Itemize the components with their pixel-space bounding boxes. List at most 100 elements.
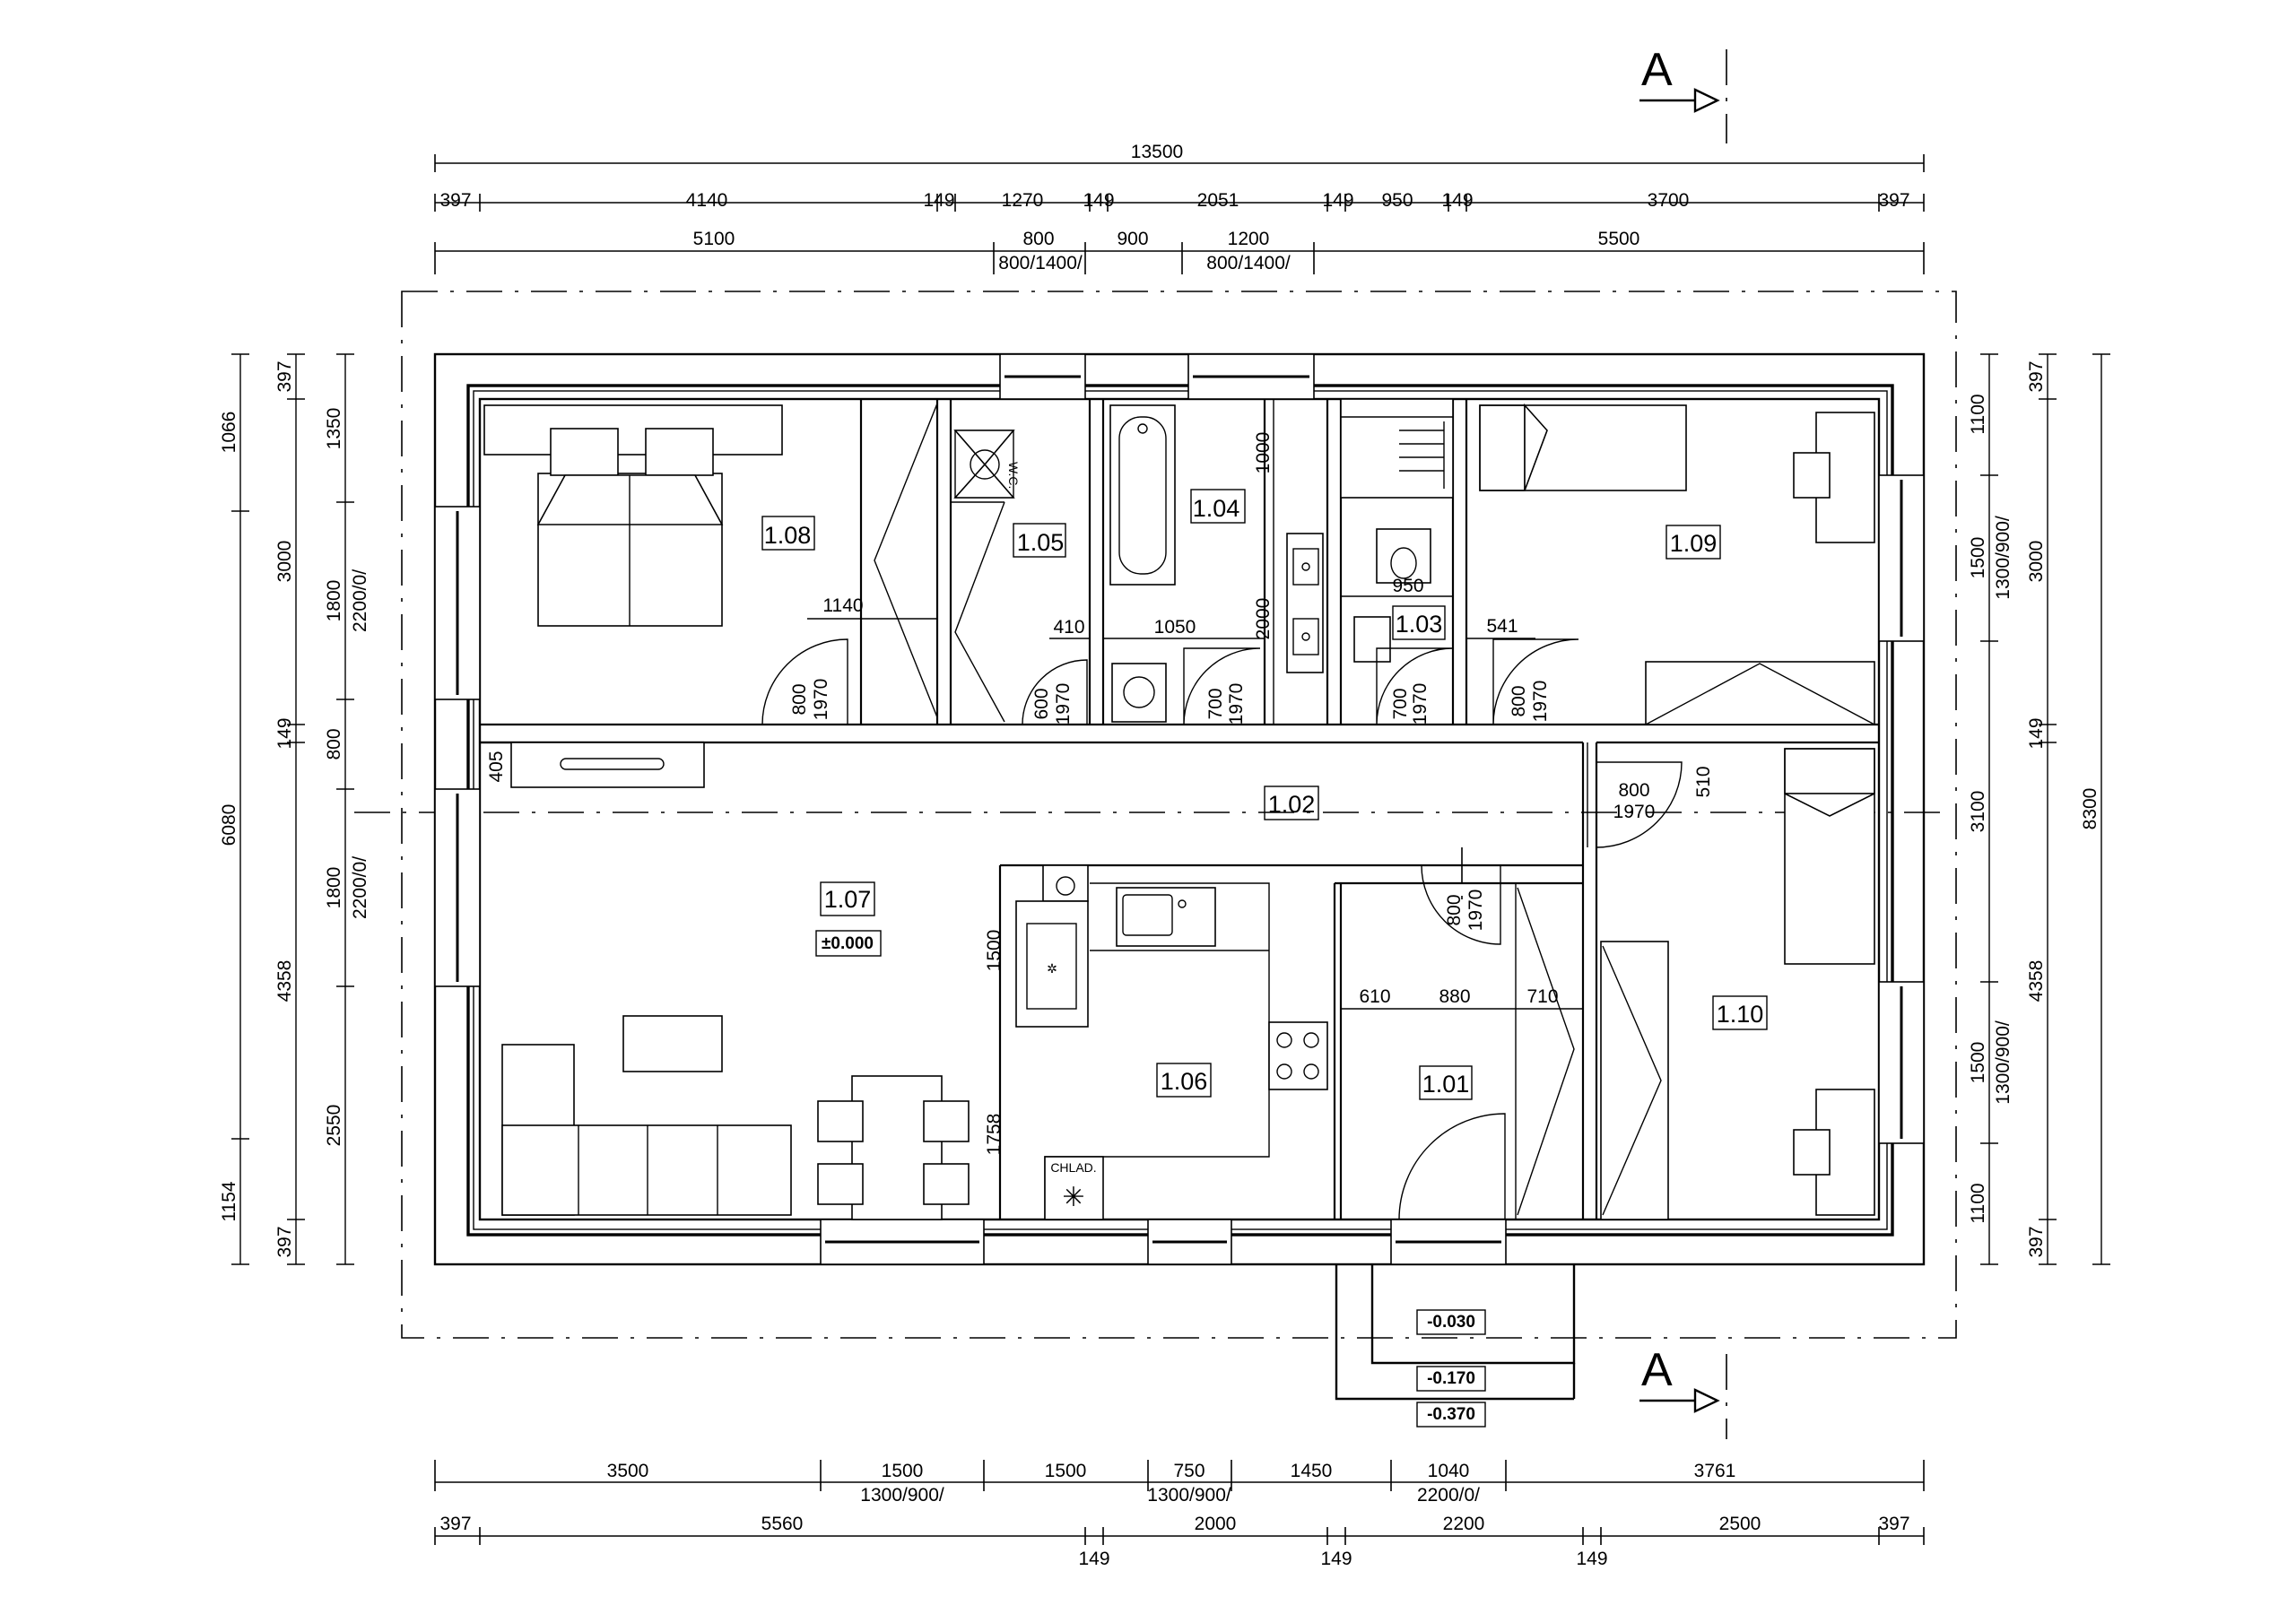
dim-bottom-row2-3: 2000 <box>1195 1514 1237 1534</box>
dim-950: 950 <box>1392 576 1423 596</box>
room-label-1-08: 1.08 <box>764 522 812 549</box>
door-width-1-04: 700 <box>1205 688 1226 719</box>
bed-1-10 <box>1784 748 1875 965</box>
door-width-1-01: 800 <box>1444 894 1465 925</box>
snowflake-icon: ✳ <box>1062 1183 1084 1212</box>
dim-1000: 1000 <box>1253 432 1274 474</box>
room-1-10: 1.10 <box>1600 748 1875 1220</box>
dim-405: 405 <box>486 751 507 782</box>
dim-top-3: 149 <box>923 190 954 211</box>
dim-bottom-window-1: 1300/900/ <box>860 1485 944 1506</box>
dim-880: 880 <box>1439 986 1470 1007</box>
dim-1758: 1758 <box>984 1114 1004 1156</box>
dim-right-inner-5: 1100 <box>1968 1183 1988 1223</box>
dim-overall-width: 13500 <box>1131 142 1183 162</box>
dim-right-inner-4: 1500 <box>1968 1042 1988 1084</box>
room-label-1-04: 1.04 <box>1193 495 1240 522</box>
dim-bottom-wall-2: 149 <box>1320 1549 1352 1569</box>
dim-bottom-wall-1: 149 <box>1078 1549 1109 1569</box>
dim-top-1: 397 <box>439 190 471 211</box>
toilet-1-03 <box>1376 528 1431 584</box>
dim-510: 510 <box>1693 766 1714 797</box>
dim-top-10: 3700 <box>1648 190 1690 211</box>
dim-bottom-wall-3: 149 <box>1576 1549 1607 1569</box>
room-label-1-10: 1.10 <box>1717 1001 1764 1028</box>
dim-top-row2-1: 5100 <box>693 229 735 249</box>
dim-right-inner-3: 3100 <box>1968 791 1988 833</box>
dim-top-row2-3: 900 <box>1117 229 1148 249</box>
door-swing-1-04 <box>1183 647 1261 725</box>
washing-machine <box>1111 663 1167 723</box>
shower-tray <box>1340 398 1454 499</box>
dim-right-window-1: 1300/900/ <box>1993 516 2013 600</box>
room-1-06: ✲ 1500 1758 1.06 CHLAD. ✳ <box>984 864 1328 1220</box>
dim-710: 710 <box>1526 986 1558 1007</box>
dim-1140: 1140 <box>822 595 863 616</box>
dim-bottom-row2-1: 397 <box>439 1514 471 1534</box>
dim-right-mid-3: 149 <box>2026 717 2047 749</box>
room-label-1-06: 1.06 <box>1161 1068 1208 1095</box>
dim-bottom-window-2: 1300/900/ <box>1147 1485 1231 1506</box>
dim-left-mid-4: 4358 <box>274 960 295 1002</box>
dim-left-outer-2: 6080 <box>219 804 239 846</box>
section-letter-top: A <box>1641 44 1673 96</box>
dim-right-mid-1: 397 <box>2026 360 2047 392</box>
dim-left-inner-2: 1800 <box>324 580 344 622</box>
door-swing-1-10 <box>1596 761 1683 848</box>
dim-right-mid-4: 4358 <box>2026 960 2047 1002</box>
double-sink <box>1286 533 1324 673</box>
dim-bottom-6: 1040 <box>1428 1461 1470 1481</box>
wardrobe-1-10 <box>1600 941 1669 1220</box>
dimensions-left: 1066 6080 1154 397 3000 149 4358 397 135… <box>219 353 370 1265</box>
entrance-steps: -0.030 -0.170 -0.370 <box>1335 1264 1576 1428</box>
dim-left-inner-3: 800 <box>324 728 344 759</box>
dim-top-8: 950 <box>1381 190 1413 211</box>
dim-top-11: 397 <box>1878 190 1909 211</box>
section-mark-bottom: A <box>1639 1344 1727 1439</box>
dim-right-window-2: 1300/900/ <box>1993 1020 2013 1105</box>
dim-top-row2-5: 5500 <box>1598 229 1640 249</box>
room-1-01: 800 1970 610 880 710 1.01 <box>1341 847 1584 1220</box>
dimensions-bottom: 3500 1500 1500 750 1450 1040 3761 1300/9… <box>434 1460 1925 1569</box>
dim-410: 410 <box>1053 617 1084 638</box>
dim-bottom-row2-6: 397 <box>1878 1514 1909 1534</box>
dim-left-outer-1: 1066 <box>219 412 239 454</box>
dim-bottom-row2-2: 5560 <box>761 1514 804 1534</box>
dim-bottom-5: 1450 <box>1291 1461 1333 1481</box>
door-height-1-04: 1970 <box>1226 683 1247 725</box>
room-1-05: W.C. 1.05 410 600 1970 <box>951 430 1090 725</box>
room-label-1-03: 1.03 <box>1396 611 1443 638</box>
dim-left-window-1: 2200/0/ <box>350 569 370 632</box>
room-1-09: 1.09 541 800 1970 <box>1466 403 1875 725</box>
fridge <box>1044 1156 1104 1220</box>
wc-label: W.C. <box>1006 462 1021 489</box>
fridge-label: CHLAD. <box>1050 1160 1096 1175</box>
section-letter-bottom: A <box>1641 1344 1673 1396</box>
coffee-table <box>622 1015 723 1072</box>
bed-1-09 <box>1479 404 1687 491</box>
room-label-1-02: 1.02 <box>1268 791 1316 818</box>
floor-level: ±0.000 <box>822 934 874 953</box>
dim-bottom-row2-4: 2200 <box>1443 1514 1485 1534</box>
door-height-1-08: 1970 <box>811 679 831 721</box>
dim-top-6: 2051 <box>1197 190 1239 211</box>
door-swing-1-01-top <box>1421 864 1501 945</box>
dim-left-inner-5: 2550 <box>324 1105 344 1147</box>
dim-left-inner-1: 1350 <box>324 408 344 450</box>
dim-left-mid-1: 397 <box>274 360 295 392</box>
door-swing-1-05 <box>1022 659 1088 725</box>
room-1-08: 1.08 1140 800 1970 <box>483 398 938 725</box>
door-width-1-10: 800 <box>1618 780 1649 801</box>
room-label-1-01: 1.01 <box>1422 1071 1470 1098</box>
dim-top-9: 149 <box>1441 190 1473 211</box>
door-height-1-01: 1970 <box>1465 890 1486 932</box>
fireplace-symbol: ✲ <box>1047 961 1057 976</box>
dim-top-row2-4: 1200 <box>1228 229 1270 249</box>
dimensions-top: 13500 397 4140 149 1270 149 2051 149 950… <box>434 142 1925 274</box>
section-mark-top: A <box>1639 44 1727 143</box>
dim-left-mid-2: 3000 <box>274 541 295 583</box>
shoe-cabinet <box>510 742 705 788</box>
dim-610: 610 <box>1359 986 1390 1007</box>
room-label-1-07: 1.07 <box>824 886 872 913</box>
